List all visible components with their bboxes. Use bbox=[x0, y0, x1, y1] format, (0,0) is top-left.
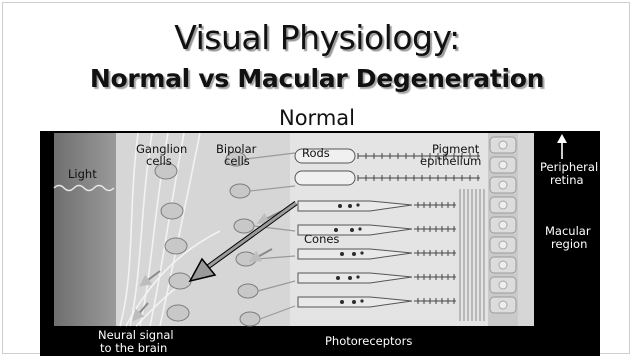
retina-diagram: Ganglion cells Bipolar cells Rods Pigmen… bbox=[40, 131, 600, 356]
label-macular-1: Macular bbox=[545, 224, 591, 238]
label-neural-2: to the brain bbox=[100, 341, 167, 355]
slide-subtitle: Normal vs Macular Degeneration bbox=[0, 64, 634, 93]
label-light: Light bbox=[68, 167, 97, 181]
section-label: Normal bbox=[0, 106, 634, 130]
light-band bbox=[54, 133, 116, 326]
label-rods: Rods bbox=[302, 146, 330, 160]
label-cones: Cones bbox=[304, 232, 339, 246]
label-ganglion-2: cells bbox=[146, 154, 172, 168]
pigment-villi bbox=[460, 189, 484, 321]
label-peripheral-2: retina bbox=[550, 173, 584, 187]
label-bipolar-2: cells bbox=[224, 154, 250, 168]
pigment-epithelium bbox=[488, 133, 518, 326]
label-pigment-2: epithelium bbox=[420, 154, 481, 168]
slide-title: Visual Physiology: bbox=[0, 18, 634, 57]
peripheral-arrow bbox=[557, 134, 567, 159]
label-neural-1: Neural signal bbox=[98, 328, 174, 342]
label-macular-2: region bbox=[551, 237, 587, 251]
label-photoreceptors: Photoreceptors bbox=[325, 334, 412, 348]
label-peripheral-1: Peripheral bbox=[540, 160, 598, 174]
retina-illustration: Ganglion cells Bipolar cells Rods Pigmen… bbox=[40, 131, 600, 356]
